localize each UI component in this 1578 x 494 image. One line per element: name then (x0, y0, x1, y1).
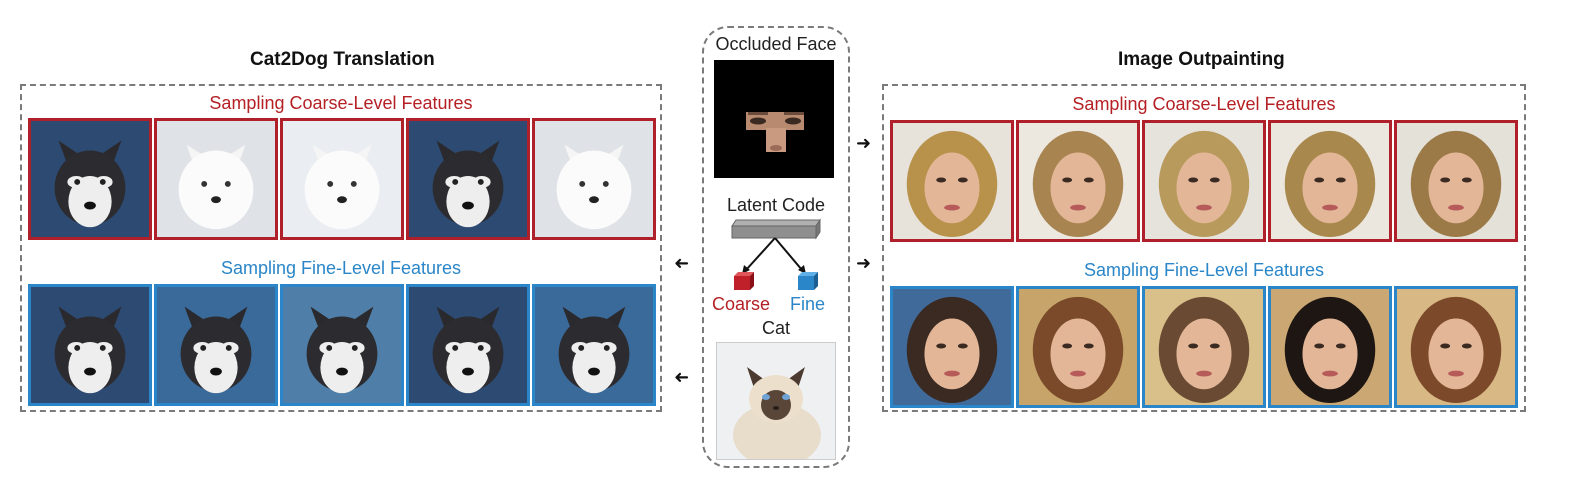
latent-code-diagram (731, 218, 821, 290)
image-thumbnail (406, 118, 530, 240)
image-thumbnail (890, 286, 1014, 408)
image-thumbnail (154, 118, 278, 240)
arrow-to-left-coarse: ➜ (674, 253, 690, 273)
image-thumbnail (154, 284, 278, 406)
left-fine-label: Sampling Fine-Level Features (220, 258, 462, 278)
right-coarse-label: Sampling Coarse-Level Features (1072, 94, 1336, 114)
image-thumbnail (1142, 120, 1266, 242)
image-thumbnail (28, 284, 152, 406)
occluded-face-image (714, 60, 834, 178)
image-thumbnail (532, 118, 656, 240)
image-thumbnail (406, 284, 530, 406)
left-panel (20, 84, 662, 412)
latent-code-bar (731, 225, 817, 239)
occluded-face-patch (746, 112, 804, 152)
image-thumbnail (1268, 120, 1392, 242)
image-thumbnail (890, 120, 1014, 242)
right-panel (882, 84, 1526, 412)
latent-code-label: Latent Code (726, 195, 826, 215)
right-panel-title: Image Outpainting (1118, 49, 1285, 70)
coarse-arrow (745, 237, 776, 271)
cat-image (716, 342, 836, 467)
image-thumbnail (1394, 286, 1518, 408)
cat-label: Cat (761, 318, 790, 338)
image-thumbnail (1268, 286, 1392, 408)
arrow-to-left-fine: ➜ (674, 367, 690, 387)
coarse-cube (734, 276, 750, 290)
right-fine-label: Sampling Fine-Level Features (1083, 260, 1325, 280)
fine-cube (798, 276, 814, 290)
latent-code-bar-top (731, 219, 821, 227)
image-thumbnail (28, 118, 152, 240)
image-thumbnail (532, 284, 656, 406)
fine-arrow (774, 237, 803, 271)
image-thumbnail (1394, 120, 1518, 242)
coarse-label: Coarse (712, 294, 771, 314)
fine-label: Fine (790, 294, 826, 314)
cat-photo (717, 343, 835, 467)
image-thumbnail (1016, 120, 1140, 242)
image-thumbnail (1016, 286, 1140, 408)
image-thumbnail (280, 118, 404, 240)
left-coarse-label: Sampling Coarse-Level Features (209, 93, 473, 113)
occluded-face-label: Occluded Face (715, 34, 837, 54)
center-panel (702, 26, 850, 468)
left-panel-title: Cat2Dog Translation (250, 49, 435, 70)
image-thumbnail (280, 284, 404, 406)
image-thumbnail (1142, 286, 1266, 408)
arrow-to-right-fine: ➜ (856, 253, 872, 273)
arrow-to-right-coarse: ➜ (856, 133, 872, 153)
